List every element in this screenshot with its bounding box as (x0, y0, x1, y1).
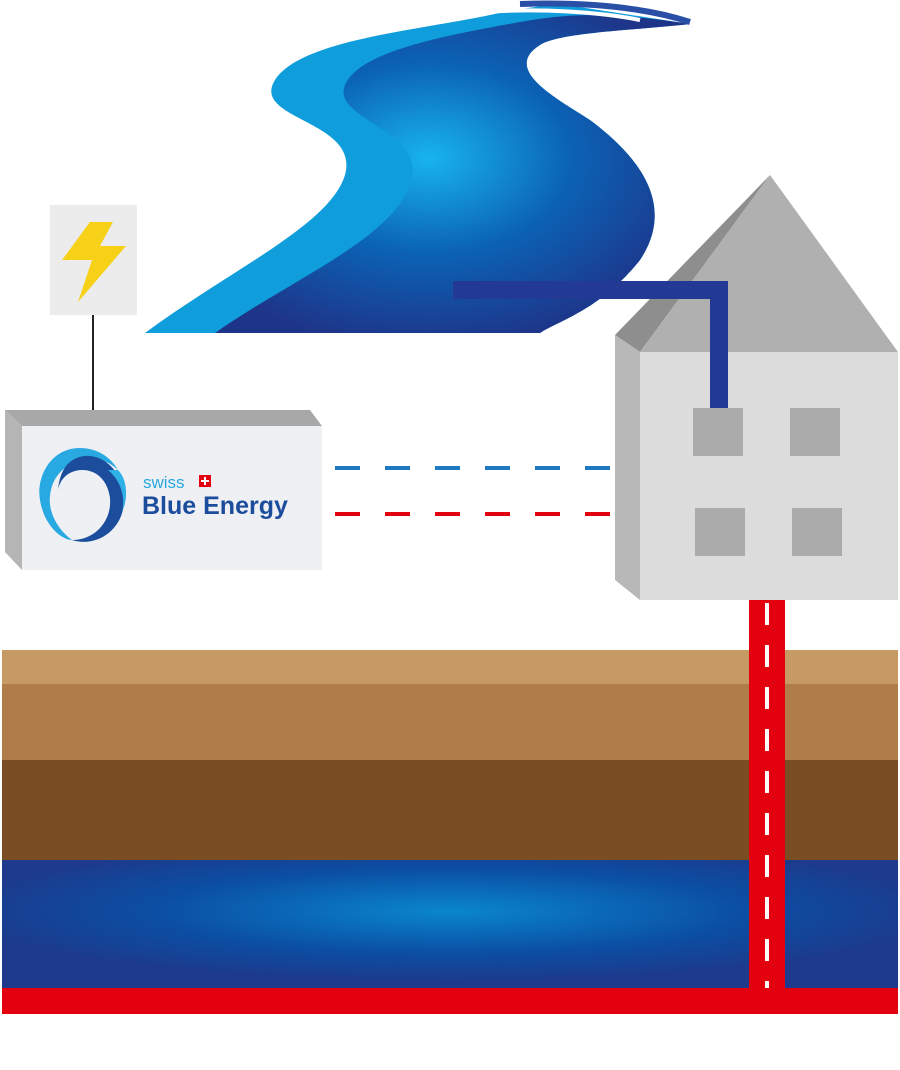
geothermal-pipe (2, 600, 898, 1014)
brand-line1: swiss (143, 473, 185, 492)
river-pipe (453, 281, 728, 408)
swiss-cross-icon (199, 475, 211, 487)
river (145, 0, 691, 333)
power-sign (50, 205, 137, 410)
soil-layer-mid (2, 684, 898, 760)
aquifer-layer (2, 860, 898, 988)
house-front-wall (640, 352, 898, 600)
house-window-4 (792, 508, 842, 556)
brand-line2: Blue Energy (142, 492, 288, 520)
river-stripe-2 (519, 0, 691, 25)
house-window-2 (790, 408, 840, 456)
energy-unit: swiss Blue Energy (5, 410, 322, 570)
house (615, 175, 898, 600)
soil-layer-dark (2, 760, 898, 860)
house-roof (640, 175, 898, 352)
river-stripe (484, 8, 641, 22)
house-window-3 (695, 508, 745, 556)
river-inner (215, 15, 690, 333)
house-window-1 (693, 408, 743, 456)
house-roof-left (615, 175, 770, 352)
energy-unit-top (5, 410, 322, 426)
lightning-bolt-icon (62, 222, 126, 302)
soil-layer-top (2, 650, 898, 684)
energy-unit-side (5, 410, 22, 570)
house-side-wall (615, 335, 640, 600)
logo-swirl-icon (39, 448, 127, 542)
ground-layers (2, 650, 898, 988)
geothermal-pipe-horizontal (2, 988, 898, 1014)
